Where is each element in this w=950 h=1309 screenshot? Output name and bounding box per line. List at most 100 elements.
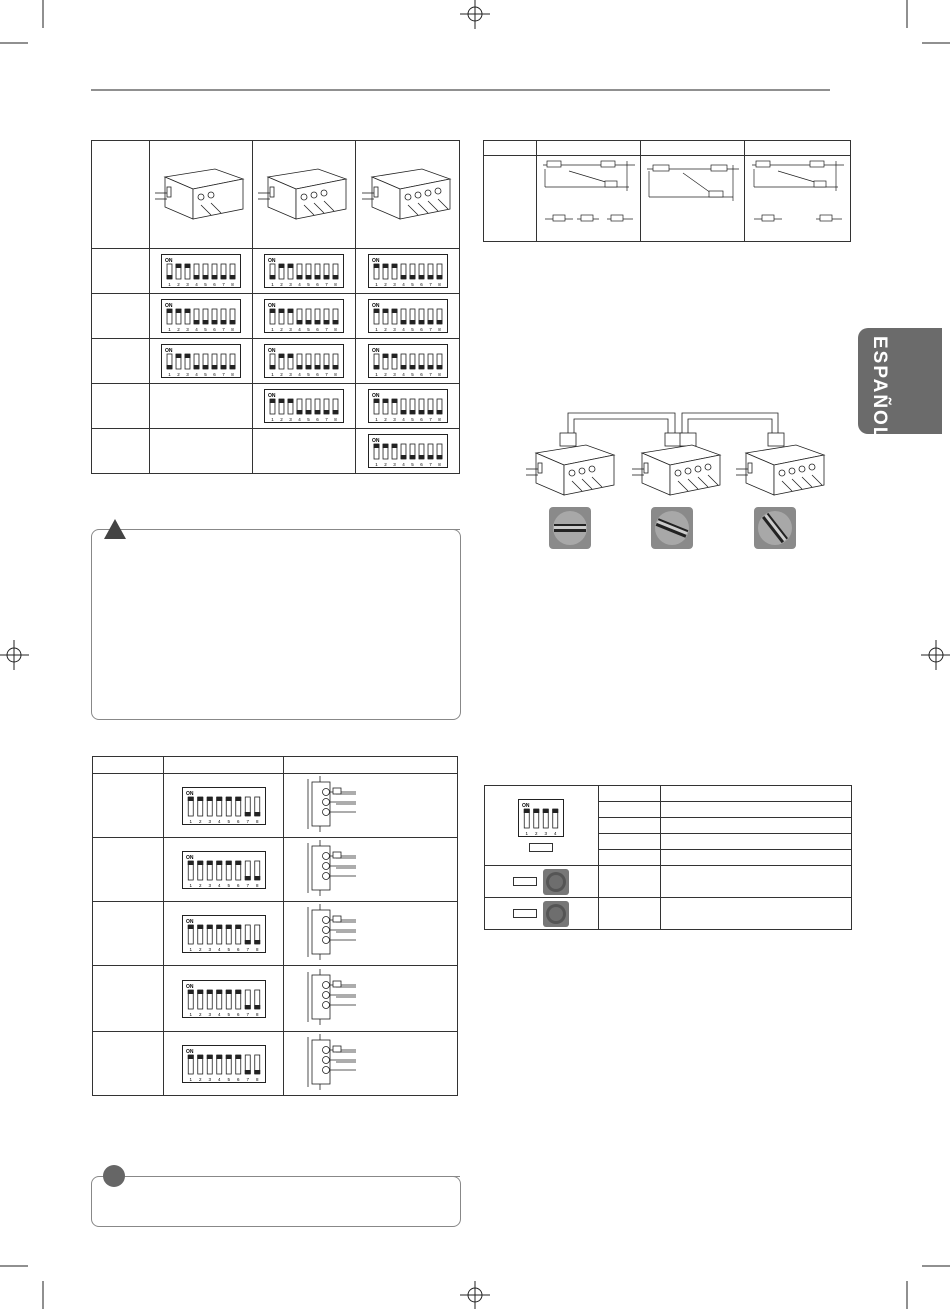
svg-text:1: 1 [189, 1077, 192, 1082]
label-box [529, 843, 554, 852]
svg-text:6: 6 [420, 282, 423, 287]
note-box-header-line [175, 1176, 460, 1177]
svg-text:7: 7 [246, 819, 249, 824]
svg-text:5: 5 [307, 282, 310, 287]
svg-text:3: 3 [208, 947, 211, 952]
note-circle-icon [103, 1165, 125, 1187]
registration-target-top [460, 0, 490, 29]
svg-text:6: 6 [237, 1012, 240, 1017]
svg-text:8: 8 [438, 462, 441, 467]
svg-text:2: 2 [384, 372, 387, 377]
svg-text:4: 4 [298, 372, 301, 377]
unit-image-1 [149, 140, 254, 249]
svg-text:4: 4 [195, 327, 198, 332]
svg-text:3: 3 [393, 417, 396, 422]
registration-target-bottom [460, 1281, 490, 1309]
svg-text:8: 8 [334, 417, 337, 422]
svg-text:6: 6 [213, 327, 216, 332]
svg-text:1: 1 [526, 831, 529, 836]
svg-text:8: 8 [438, 282, 441, 287]
svg-text:ON: ON [372, 393, 380, 399]
svg-text:8: 8 [256, 883, 259, 888]
svg-text:6: 6 [237, 947, 240, 952]
svg-text:7: 7 [325, 372, 328, 377]
svg-text:ON: ON [186, 1049, 194, 1055]
svg-text:6: 6 [420, 327, 423, 332]
svg-text:3: 3 [393, 462, 396, 467]
svg-text:2: 2 [280, 372, 283, 377]
svg-text:5: 5 [227, 819, 230, 824]
unit-image-3 [355, 140, 460, 249]
svg-text:7: 7 [222, 327, 225, 332]
svg-text:4: 4 [218, 947, 221, 952]
pipe-diagram [307, 904, 356, 960]
language-tab[interactable]: ESPAÑOL [858, 328, 942, 440]
svg-text:7: 7 [222, 372, 225, 377]
svg-text:3: 3 [393, 372, 396, 377]
svg-text:ON: ON [165, 258, 173, 264]
svg-text:4: 4 [218, 819, 221, 824]
svg-text:7: 7 [246, 883, 249, 888]
pipe-diagram [307, 1034, 356, 1090]
svg-text:ON: ON [372, 438, 380, 444]
svg-text:8: 8 [334, 372, 337, 377]
svg-text:5: 5 [227, 883, 230, 888]
pipe-diagram [307, 969, 356, 1025]
svg-text:ON: ON [372, 348, 380, 354]
svg-text:8: 8 [256, 1077, 259, 1082]
svg-text:3: 3 [289, 327, 292, 332]
svg-text:6: 6 [237, 1077, 240, 1082]
svg-text:5: 5 [307, 372, 310, 377]
unit-image-2 [252, 140, 357, 249]
rotary-switch-photo-2 [651, 507, 693, 549]
svg-text:ON: ON [165, 303, 173, 309]
svg-text:4: 4 [195, 372, 198, 377]
svg-text:4: 4 [298, 327, 301, 332]
piping-table [482, 140, 851, 242]
svg-text:7: 7 [246, 1012, 249, 1017]
svg-text:1: 1 [189, 947, 192, 952]
language-tab-label: ESPAÑOL [869, 336, 890, 441]
svg-text:7: 7 [325, 327, 328, 332]
svg-text:5: 5 [411, 417, 414, 422]
linked-units-diagram [526, 412, 826, 496]
svg-text:3: 3 [289, 417, 292, 422]
svg-text:3: 3 [393, 327, 396, 332]
svg-text:ON: ON [268, 393, 276, 399]
svg-text:1: 1 [375, 372, 378, 377]
svg-text:6: 6 [316, 327, 319, 332]
svg-text:8: 8 [438, 372, 441, 377]
svg-text:6: 6 [420, 372, 423, 377]
svg-text:5: 5 [411, 282, 414, 287]
svg-text:7: 7 [429, 372, 432, 377]
svg-text:6: 6 [420, 462, 423, 467]
svg-text:2: 2 [177, 282, 180, 287]
svg-text:1: 1 [168, 327, 171, 332]
svg-text:2: 2 [199, 947, 202, 952]
svg-text:4: 4 [218, 883, 221, 888]
svg-text:8: 8 [256, 819, 259, 824]
svg-text:2: 2 [199, 1077, 202, 1082]
piping-diagram-2 [646, 164, 739, 201]
svg-text:3: 3 [289, 282, 292, 287]
svg-text:1: 1 [168, 282, 171, 287]
note-box [91, 1176, 461, 1227]
push-button-photo [543, 868, 570, 895]
svg-text:6: 6 [213, 282, 216, 287]
rotary-switch-photo-3 [754, 507, 796, 549]
registration-target-left [0, 640, 29, 670]
svg-text:3: 3 [186, 372, 189, 377]
svg-text:ON: ON [268, 258, 276, 264]
svg-text:4: 4 [402, 282, 405, 287]
svg-text:7: 7 [429, 327, 432, 332]
svg-text:4: 4 [218, 1012, 221, 1017]
